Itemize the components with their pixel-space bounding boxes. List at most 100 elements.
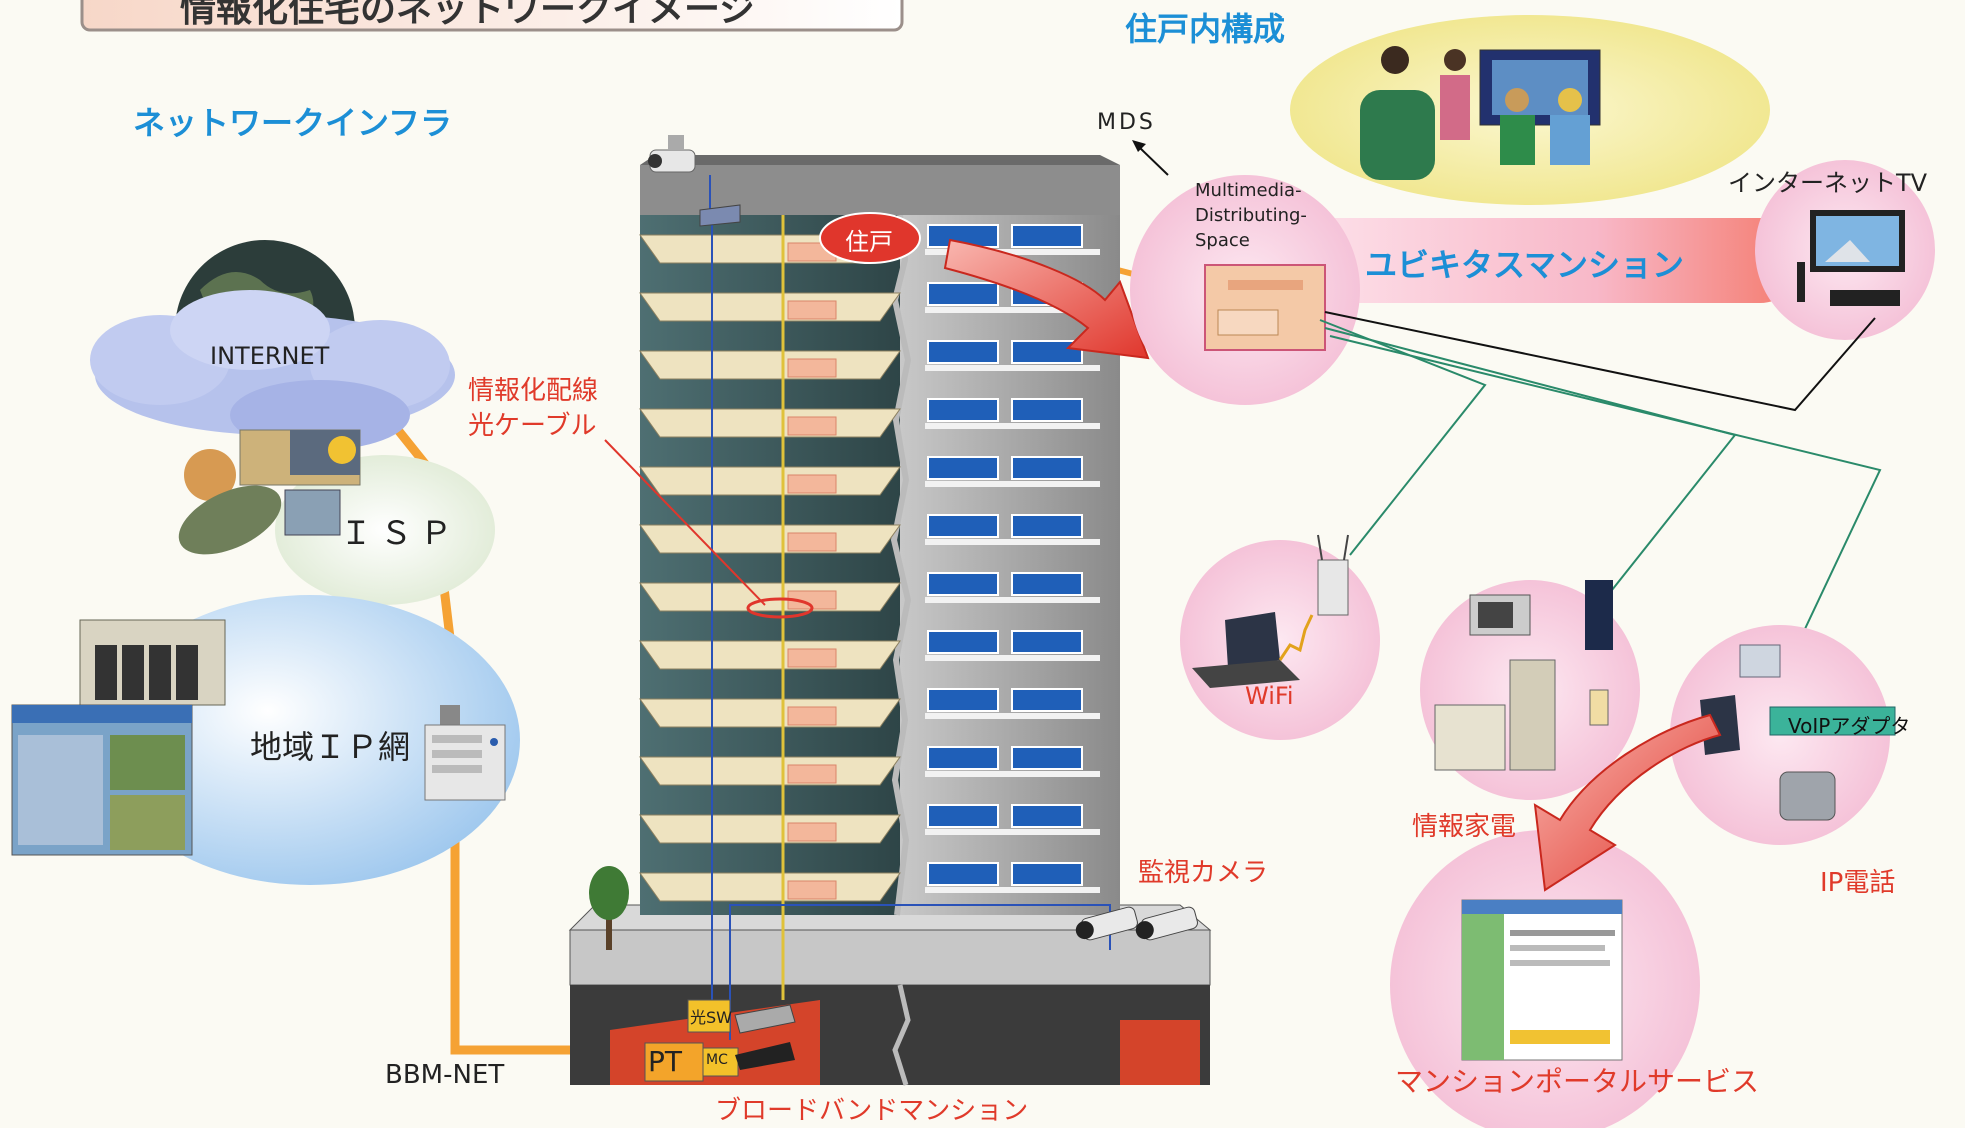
- window: [1011, 572, 1083, 596]
- ip-phone-label: IP電話: [1820, 868, 1896, 898]
- floor-slab: [639, 292, 901, 322]
- arrow-to-mds: [943, 238, 1150, 360]
- floor-slab: [639, 466, 901, 496]
- datacenter-image: [79, 619, 226, 706]
- unit-box: [787, 416, 837, 436]
- mds-pointer-head: [1132, 140, 1146, 152]
- unit-badge-shape: [819, 212, 921, 264]
- window: [1011, 340, 1083, 364]
- unit-box: [787, 880, 837, 900]
- internet-tv-icon: [1797, 210, 1905, 306]
- window: [927, 630, 999, 654]
- heading-network-infra: ネットワークインフラ: [133, 104, 453, 142]
- unit-box: [787, 300, 837, 320]
- unit-box: [787, 706, 837, 726]
- info-appliances-label: 情報家電: [1412, 812, 1517, 842]
- internet-tv-label: インターネットTV: [1728, 169, 1928, 197]
- balcony-rail: [925, 423, 1100, 429]
- window: [1011, 630, 1083, 654]
- base-equipment: [644, 999, 796, 1082]
- window: [1011, 398, 1083, 422]
- floor-slab: [639, 524, 901, 554]
- window: [927, 804, 999, 828]
- balcony-rail: [925, 365, 1100, 371]
- roof-camera-icon: [648, 135, 696, 173]
- window: [927, 282, 999, 306]
- mds-panel-image: [1204, 264, 1326, 351]
- balcony-rail: [925, 539, 1100, 545]
- floor-slab: [639, 582, 901, 612]
- floor-slab: [639, 698, 901, 728]
- laptop-icon: [1192, 612, 1314, 688]
- window: [1011, 804, 1083, 828]
- pt-label: PT: [648, 1045, 682, 1078]
- window: [1011, 224, 1083, 248]
- balcony-rail: [925, 771, 1100, 777]
- window: [1011, 746, 1083, 770]
- unit-box: [787, 764, 837, 784]
- wifi-bubble: [1180, 540, 1380, 740]
- window: [927, 340, 999, 364]
- appliances-image: [1434, 580, 1613, 771]
- floor-slab: [639, 814, 901, 844]
- window: [927, 572, 999, 596]
- internet-cloud: [90, 240, 455, 450]
- portal-label: マンションポータルサービス: [1395, 1065, 1760, 1098]
- regional-ip-label: 地域ＩＰ網: [250, 728, 411, 766]
- window: [1011, 456, 1083, 480]
- gateway-device-icon: [424, 705, 506, 801]
- title-banner: [80, 0, 904, 32]
- voip-label: VoIPアダプタ: [1788, 714, 1911, 738]
- optical-cable-label: 光ケーブル: [468, 411, 597, 441]
- floor-slab: [639, 350, 901, 380]
- unit-box: [787, 822, 837, 842]
- internet-label: INTERNET: [210, 342, 330, 370]
- balcony-rail: [925, 249, 1100, 255]
- tree-icon: [589, 866, 629, 950]
- window: [927, 862, 999, 886]
- window: [1011, 862, 1083, 886]
- balcony-rail: [925, 887, 1100, 893]
- wifi-access-point-icon: [1317, 534, 1349, 616]
- balcony-rail: [925, 713, 1100, 719]
- window: [927, 456, 999, 480]
- mds-pointer: [1137, 145, 1169, 176]
- floor-slab: [639, 872, 901, 902]
- unit-badge: 住戸: [845, 228, 893, 256]
- window: [927, 514, 999, 538]
- mds-label: MDS: [1097, 110, 1156, 135]
- heading-unit-config: 住戸内構成: [1125, 10, 1286, 48]
- window: [927, 688, 999, 712]
- balcony-rail: [925, 307, 1100, 313]
- balcony-rail: [925, 829, 1100, 835]
- window: [927, 746, 999, 770]
- window: [1011, 688, 1083, 712]
- info-wiring-label: 情報化配線: [468, 376, 599, 406]
- cable-highlight-ring: [746, 597, 814, 619]
- arrow-to-portal: [1533, 713, 1722, 892]
- balcony-rail: [925, 481, 1100, 487]
- ubiquitous-bar: [1290, 218, 1800, 303]
- isp-content-collage: [178, 429, 361, 555]
- window: [927, 398, 999, 422]
- mc-label: MC: [706, 1052, 728, 1068]
- unit-network-boxes: [787, 242, 837, 900]
- window: [1011, 514, 1083, 538]
- camera-label: 監視カメラ: [1138, 858, 1269, 888]
- unit-box: [787, 532, 837, 552]
- portal-screenshot-image: [1461, 899, 1623, 1061]
- unit-box: [787, 358, 837, 378]
- bbm-net-label: BBM-NET: [385, 1060, 505, 1090]
- mds-full-label: Multimedia-Distributing-Space: [1195, 180, 1307, 251]
- cable-callout-line: [604, 439, 766, 606]
- floor-slab: [639, 640, 901, 670]
- balcony-rail: [925, 655, 1100, 661]
- ip-phone-image: [1700, 644, 1896, 821]
- balcony-rail: [925, 597, 1100, 603]
- surveillance-camera-icons: [1075, 906, 1198, 941]
- building-caption: ブロードバンドマンション: [715, 1096, 1029, 1126]
- isp-label: ＩＳＰ: [340, 514, 461, 552]
- roof-switch-icon: [699, 204, 741, 227]
- floor-slab: [639, 756, 901, 786]
